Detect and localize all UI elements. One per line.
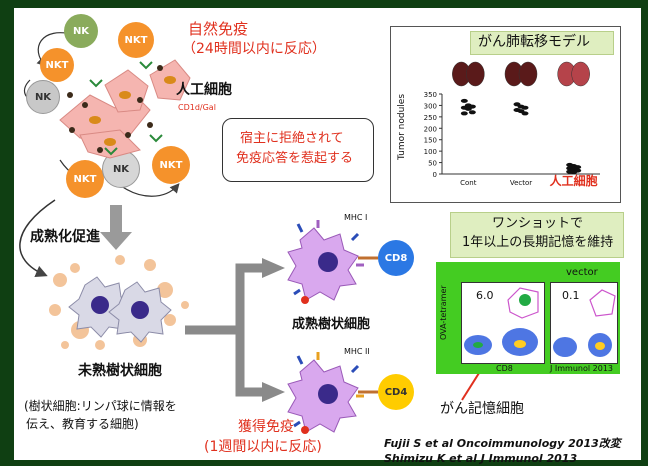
lung-lobe-right — [571, 61, 590, 87]
chart-category-label: Cont — [460, 179, 477, 187]
rejection-note-line2: 免疫応答を惹起する — [236, 151, 354, 166]
rejection-note-line1: 宿主に拒絶されて — [240, 131, 344, 146]
flow-right-value: 0.1 — [562, 289, 580, 302]
memory-line1: ワンショットで — [492, 216, 584, 231]
chart-point — [460, 98, 468, 103]
branch-arrow-shaft-b — [235, 330, 265, 397]
nkt-cell-top-left: NKT — [40, 48, 74, 82]
dc-note-line1: (樹状細胞:リンパ球に情報を — [24, 399, 177, 413]
memory-title-box — [450, 212, 624, 258]
mhc2-label: MHC II — [344, 347, 370, 356]
chart-y-tick-label: 0 — [433, 171, 437, 179]
artificial-cell-label: 人工細胞 — [176, 82, 232, 98]
ref-2: Shimizu K et al J Immunol 2013 — [384, 452, 578, 465]
chart-point — [468, 110, 476, 115]
nkt-cell-bottom-left: NKT — [66, 160, 104, 198]
chart-y-tick-label: 250 — [424, 114, 437, 122]
chart-point — [464, 106, 472, 111]
chart-y-tick-label: 100 — [424, 148, 437, 156]
chart-category-label: 人工細胞 — [550, 173, 598, 188]
chart-point — [460, 111, 468, 116]
chart-point — [521, 105, 529, 110]
branch-arrow-head-top — [262, 258, 285, 278]
chart-y-tick-label: 150 — [424, 137, 437, 145]
flow-left-value: 6.0 — [476, 289, 494, 302]
flow-right-title: vector — [566, 267, 598, 278]
immature-dc-label: 未熟樹状細胞 — [78, 363, 162, 379]
flow-citation: J Immunol 2013 — [550, 364, 614, 373]
mature-dc-top — [287, 220, 378, 304]
acquired-title: 獲得免疫 — [238, 419, 294, 435]
innate-subtitle: （24時間以内に反応） — [182, 41, 326, 57]
mhc1-label: MHC I — [344, 213, 368, 222]
ref-1: Fujii S et al Oncoimmunology 2013改変 — [384, 437, 621, 450]
rejection-note-box — [222, 118, 374, 182]
chart-y-tick-label: 300 — [424, 102, 437, 110]
cd4-cell: CD4 — [378, 374, 414, 410]
down-arrow — [100, 205, 132, 250]
nkt-cell-top-right: NKT — [118, 22, 154, 58]
acquired-subtitle: (1週間以内に反応) — [204, 439, 322, 455]
maturation-label: 成熟化促進 — [30, 229, 100, 245]
nk-cell-top-left: NK — [26, 80, 60, 114]
branch-arrow-shaft — [185, 263, 265, 335]
lower-nk-arrow — [119, 183, 180, 197]
lung-lobe-right — [518, 61, 538, 87]
chart-point — [570, 170, 578, 175]
chart-point — [521, 111, 529, 116]
nkt-cell-bottom-right: NKT — [152, 146, 190, 184]
innate-title: 自然免疫 — [188, 20, 249, 38]
mature-dc-bottom — [287, 352, 378, 434]
flow-xlabel: CD8 — [496, 364, 513, 373]
mouse-model-title: がん肺転移モデル — [478, 34, 590, 50]
chart-y-tick-label: 50 — [428, 160, 437, 168]
mouse-model-title-box — [470, 31, 614, 55]
memory-cell-label: がん記憶細胞 — [440, 401, 524, 417]
mature-dc-label: 成熟樹状細胞 — [292, 317, 371, 332]
cd8-cell: CD8 — [378, 240, 414, 276]
cd1d-label: CD1d/Gal — [178, 103, 216, 112]
chart-y-tick-label: 350 — [424, 91, 437, 99]
chart-category-label: Vector — [510, 179, 532, 187]
chart-y-tick-label: 200 — [424, 125, 437, 133]
lung-lobe-right — [466, 61, 485, 87]
branch-arrow-head-bottom — [262, 382, 285, 402]
memory-line2: 1年以上の長期記憶を維持 — [462, 235, 614, 250]
nk-cell-top: NK — [64, 14, 98, 48]
maturation-arrow — [19, 199, 56, 277]
flow-ylabel: OVA-tetramer — [439, 285, 448, 340]
dc-note-line2: 伝え、教育する細胞) — [26, 417, 139, 431]
